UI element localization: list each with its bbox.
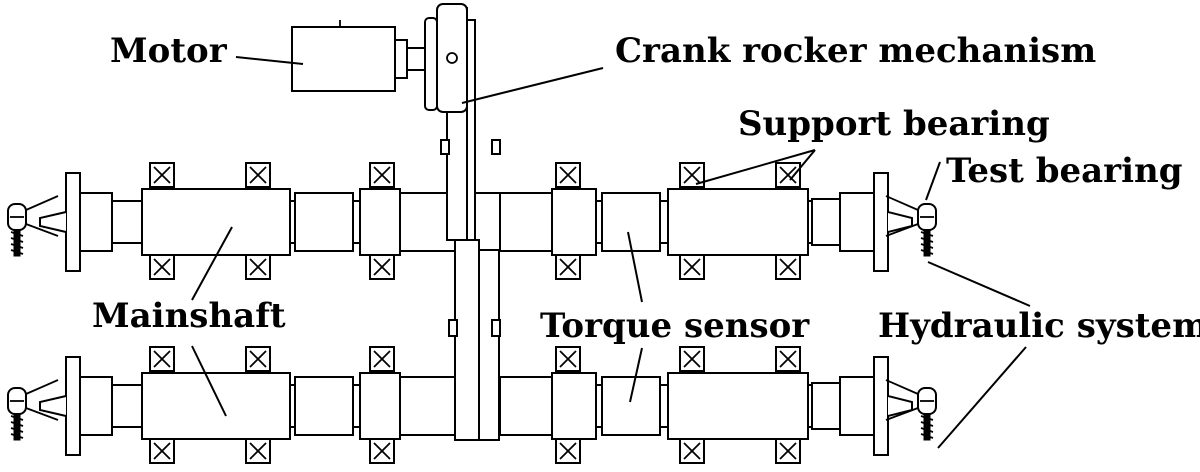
support-bearing-icon xyxy=(149,254,175,280)
mainshaft-leader-bottom xyxy=(191,345,227,417)
support-bearing-icon xyxy=(149,438,175,464)
support-bearing-icon xyxy=(149,162,175,188)
right-hub xyxy=(839,376,875,436)
support-bearing-icon xyxy=(775,162,801,188)
support-bearing-icon xyxy=(555,162,581,188)
support-bearing-icon xyxy=(679,254,705,280)
motor-assembly xyxy=(291,3,468,113)
left-flange xyxy=(65,356,81,456)
hydraulic-leader-top xyxy=(927,261,1031,307)
support-bearing-icon xyxy=(245,438,271,464)
motor-leader xyxy=(235,56,304,65)
support-bearing-icon xyxy=(555,254,581,280)
support-bearing-icon xyxy=(369,162,395,188)
right-nose xyxy=(887,395,913,417)
test-bearing-label: Test bearing xyxy=(946,151,1182,191)
left-nose xyxy=(39,211,67,233)
left-hydraulic-loader-icon xyxy=(7,195,59,257)
housing-a xyxy=(294,376,354,436)
crank-rocker-label: Crank rocker mechanism xyxy=(615,31,1096,71)
hydraulic-system-label: Hydraulic system xyxy=(878,306,1200,346)
right-flange xyxy=(873,356,889,456)
support-bearing-icon xyxy=(369,438,395,464)
support-bearing-icon xyxy=(369,346,395,372)
left-hub xyxy=(79,192,113,252)
mainshaft-label: Mainshaft xyxy=(92,296,286,336)
housing-d xyxy=(551,372,597,440)
torque-sensor-body xyxy=(601,192,661,252)
housing-a xyxy=(294,192,354,252)
left-hub xyxy=(79,376,113,436)
housing-right xyxy=(667,372,809,440)
support-bearing-icon xyxy=(149,346,175,372)
torque-leader-top xyxy=(627,231,643,303)
right-flange xyxy=(873,172,889,272)
left-flange xyxy=(65,172,81,272)
support-bearing-icon xyxy=(245,346,271,372)
support-leader-left xyxy=(695,149,816,185)
torque-sensor-body xyxy=(601,376,661,436)
left-hydraulic-loader-icon xyxy=(7,379,59,441)
hydraulic-leader-bottom xyxy=(937,346,1027,449)
test-bearing-loader-icon xyxy=(885,195,937,257)
right-nose xyxy=(887,211,913,233)
support-bearing-icon xyxy=(245,254,271,280)
crank-wheel xyxy=(436,3,468,113)
test-bearing-leader xyxy=(925,161,941,201)
torque-leader-bottom xyxy=(629,347,643,403)
support-bearing-icon xyxy=(775,438,801,464)
support-bearing-icon xyxy=(555,346,581,372)
support-bearing-icon xyxy=(775,254,801,280)
housing-b xyxy=(359,372,401,440)
left-nose xyxy=(39,395,67,417)
torque-sensor-label: Torque sensor xyxy=(540,306,810,346)
right-hub xyxy=(839,192,875,252)
support-bearing-icon xyxy=(775,346,801,372)
crank-leader xyxy=(461,67,604,104)
housing-left xyxy=(141,188,291,256)
mainshaft-leader-top xyxy=(191,226,233,301)
housing-b xyxy=(359,188,401,256)
support-bearing-icon xyxy=(555,438,581,464)
housing-c xyxy=(499,376,553,436)
leader-lines xyxy=(191,56,1031,449)
housing-end xyxy=(811,198,841,246)
housing-end xyxy=(811,382,841,430)
test-bearing-loader-icon xyxy=(885,379,937,441)
housing-right xyxy=(667,188,809,256)
motor-label: Motor xyxy=(110,31,228,71)
motor-body xyxy=(291,26,396,92)
support-bearing-icon xyxy=(369,254,395,280)
support-bearing-icon xyxy=(245,162,271,188)
housing-c xyxy=(499,192,553,252)
support-leader-right xyxy=(789,149,816,181)
housing-d xyxy=(551,188,597,256)
support-bearing-icon xyxy=(679,346,705,372)
housing-left xyxy=(141,372,291,440)
support-bearing-label: Support bearing xyxy=(738,104,1050,144)
support-bearing-icon xyxy=(679,438,705,464)
